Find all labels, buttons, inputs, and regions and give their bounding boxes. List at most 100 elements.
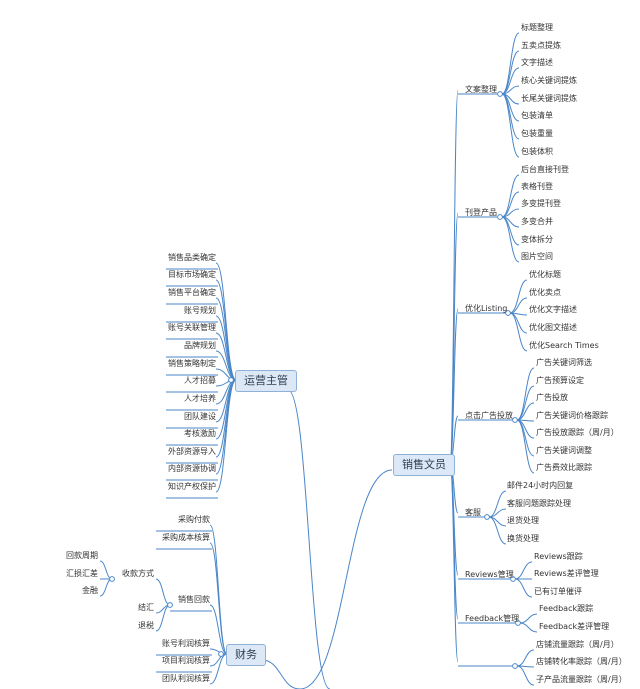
leaf-item[interactable]: 后台直接刊登 [521, 165, 569, 174]
group-feedback[interactable]: Feedback管理 [465, 614, 520, 623]
leaf-item[interactable]: 退货处理 [507, 516, 539, 525]
leaf-item[interactable]: 子产品流量跟踪（周/月） [536, 675, 627, 684]
leaf-item[interactable]: 核心关键词提炼 [521, 76, 577, 85]
leaf-item[interactable]: 五卖点提炼 [521, 41, 561, 50]
group-customer-service[interactable]: 客服 [465, 508, 481, 517]
leaf-item[interactable]: 优化文字描述 [529, 305, 577, 314]
leaf-item[interactable]: 表格刊登 [521, 182, 553, 191]
leaf-item[interactable]: 广告关键词价格跟踪 [536, 411, 608, 420]
group-ppc-ads[interactable]: 点击广告投放 [465, 411, 513, 420]
leaf-item[interactable]: 换货处理 [507, 534, 539, 543]
leaf-item[interactable]: 账号利润核算 [162, 639, 210, 648]
group-reviews[interactable]: Reviews管理 [465, 570, 514, 579]
leaf-item[interactable]: 团队建设 [184, 412, 216, 421]
leaf-item[interactable]: Feedback差评管理 [539, 622, 610, 631]
leaf-item[interactable]: Feedback跟踪 [539, 604, 594, 613]
branch-dot [228, 377, 234, 383]
branch-dot [512, 663, 518, 669]
connector-line [215, 379, 237, 475]
leaf-item[interactable]: 包装清单 [521, 111, 553, 120]
leaf-item[interactable]: 汇损汇差 [66, 569, 98, 578]
leaf-item[interactable]: 优化标题 [529, 270, 561, 279]
leaf-item[interactable]: 账号关联管理 [168, 323, 216, 332]
group-copywriting[interactable]: 文案整理 [465, 85, 497, 94]
main-node-finance[interactable]: 财务 [226, 644, 266, 666]
leaf-item[interactable]: 人才培养 [184, 394, 216, 403]
branch-dot [497, 91, 503, 97]
leaf-item[interactable]: 考核激励 [184, 429, 216, 438]
connector-line [514, 578, 533, 598]
leaf-item[interactable]: 客服问题跟踪处理 [507, 499, 571, 508]
leaf-item[interactable]: 销售策略制定 [168, 359, 216, 368]
branch-dot [512, 417, 518, 423]
leaf-item[interactable]: 目标市场确定 [168, 270, 216, 279]
leaf-item[interactable]: 金融 [82, 586, 98, 595]
leaf-item[interactable]: Reviews跟踪 [534, 552, 583, 561]
main-node-sales-clerk[interactable]: 销售文员 [393, 454, 455, 476]
leaf-item[interactable]: 广告费效比跟踪 [536, 463, 592, 472]
leaf-item[interactable]: 包装重量 [521, 129, 553, 138]
leaf-item[interactable]: 广告关键词调整 [536, 446, 592, 455]
connector-line [209, 653, 228, 685]
leaf-item[interactable]: 销售回款 [178, 595, 210, 604]
leaf-item[interactable]: 销售平台确定 [168, 288, 216, 297]
group-optimize-listing[interactable]: 优化Listing [465, 304, 508, 313]
connector-line [519, 613, 538, 624]
main-node-ops-manager[interactable]: 运营主管 [235, 370, 297, 392]
connector-line [209, 653, 228, 667]
leaf-item[interactable]: 退税 [138, 621, 154, 630]
leaf-item[interactable]: 优化Search Times [529, 341, 599, 350]
leaf-item[interactable]: 采购成本核算 [162, 533, 210, 542]
branch-dot [218, 651, 224, 657]
leaf-item[interactable]: 邮件24小时内回复 [507, 481, 574, 490]
leaf-item[interactable]: 团队利润核算 [162, 674, 210, 683]
leaf-item[interactable]: 内部资源协调 [168, 464, 216, 473]
connector-line [215, 379, 237, 493]
leaf-item[interactable]: 回款周期 [66, 551, 98, 560]
leaf-item[interactable]: 文字描述 [521, 58, 553, 67]
leaf-item[interactable]: 优化图文描述 [529, 323, 577, 332]
connector-line [449, 89, 459, 464]
leaf-item[interactable]: 变体拆分 [521, 235, 553, 244]
leaf-item[interactable]: 优化卖点 [529, 288, 561, 297]
leaf-item[interactable]: 品牌规划 [184, 341, 216, 350]
branch-dot [109, 576, 115, 582]
leaf-item[interactable]: 广告关键词筛选 [536, 358, 592, 367]
leaf-item[interactable]: 项目利润核算 [162, 656, 210, 665]
leaf-item[interactable]: 结汇 [138, 603, 154, 612]
leaf-item[interactable]: 店铺转化率跟踪（周/月） [536, 657, 627, 666]
leaf-item[interactable]: 知识产权保护 [168, 482, 216, 491]
connector-line [488, 490, 507, 518]
leaf-item[interactable]: 外部资源导入 [168, 447, 216, 456]
leaf-item[interactable]: 广告投放跟踪（周/月） [536, 428, 619, 437]
connector-line [501, 191, 520, 218]
connector-line [501, 93, 520, 140]
leaf-item[interactable]: 人才招募 [184, 376, 216, 385]
leaf-item[interactable]: 包装体积 [521, 147, 553, 156]
leaf-item[interactable]: 销售品类确定 [168, 253, 216, 262]
leaf-item[interactable]: 标题整理 [521, 23, 553, 32]
connector-line [501, 216, 520, 263]
leaf-item[interactable]: 店铺流量跟踪（周/月） [536, 640, 619, 649]
connector-line [261, 659, 301, 689]
group-listing-products[interactable]: 刊登产品 [465, 208, 497, 217]
connector-line [209, 542, 228, 655]
leaf-item[interactable]: 收款方式 [122, 569, 154, 578]
leaf-item[interactable]: 图片空间 [521, 252, 553, 261]
leaf-item[interactable]: 多变合并 [521, 217, 553, 226]
leaf-item[interactable]: 多变提刊登 [521, 199, 561, 208]
connector-line [516, 665, 535, 686]
connector-line [516, 649, 535, 667]
connector-line [299, 469, 393, 689]
connector-line [99, 578, 113, 597]
leaf-item[interactable]: 已有订单催评 [534, 587, 582, 596]
leaf-item[interactable]: 广告预算设定 [536, 376, 584, 385]
leaf-item[interactable]: 长尾关键词提炼 [521, 94, 577, 103]
leaf-item[interactable]: 广告投放 [536, 393, 568, 402]
connector-line [516, 419, 535, 457]
connector-line [209, 524, 228, 655]
leaf-item[interactable]: 采购付款 [178, 515, 210, 524]
leaf-item[interactable]: Reviews差评管理 [534, 569, 599, 578]
leaf-item[interactable]: 账号规划 [184, 306, 216, 315]
